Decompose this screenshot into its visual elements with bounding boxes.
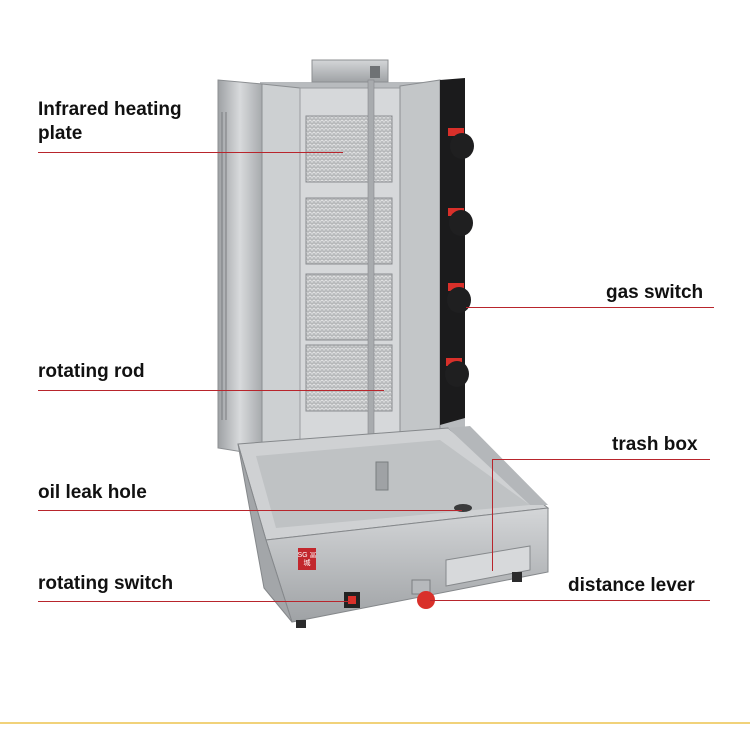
label-infrared-heating-plate: Infrared heating plate (38, 98, 182, 146)
leader-line-distance-lever (430, 600, 710, 601)
brand-logo: SG 富城 (297, 552, 317, 567)
gas-knob-icon (445, 128, 474, 387)
label-rotating-rod: rotating rod (38, 361, 145, 382)
label-distance-lever: distance lever (568, 575, 695, 596)
leader-line-trash-box (492, 459, 710, 460)
bottom-divider (0, 722, 750, 724)
label-trash-box: trash box (612, 434, 698, 455)
label-infrared-heating-plate-line2: plate (38, 123, 83, 144)
leader-line-rotating-switch (38, 601, 350, 602)
label-infrared-heating-plate-line1: Infrared heating (38, 99, 182, 120)
leader-line-oil-leak-hole (38, 510, 462, 511)
infrared-heating-plates (305, 115, 393, 412)
label-oil-leak-hole: oil leak hole (38, 482, 147, 503)
label-rotating-switch: rotating switch (38, 573, 174, 594)
leader-line-rotating-rod (38, 390, 384, 391)
label-gas-switch: gas switch (606, 282, 704, 303)
power-switch-icon (344, 592, 360, 608)
leader-line-gas-switch (466, 307, 714, 308)
leader-vline-trash-box (492, 459, 493, 571)
leader-line-heating-plate (38, 152, 343, 153)
